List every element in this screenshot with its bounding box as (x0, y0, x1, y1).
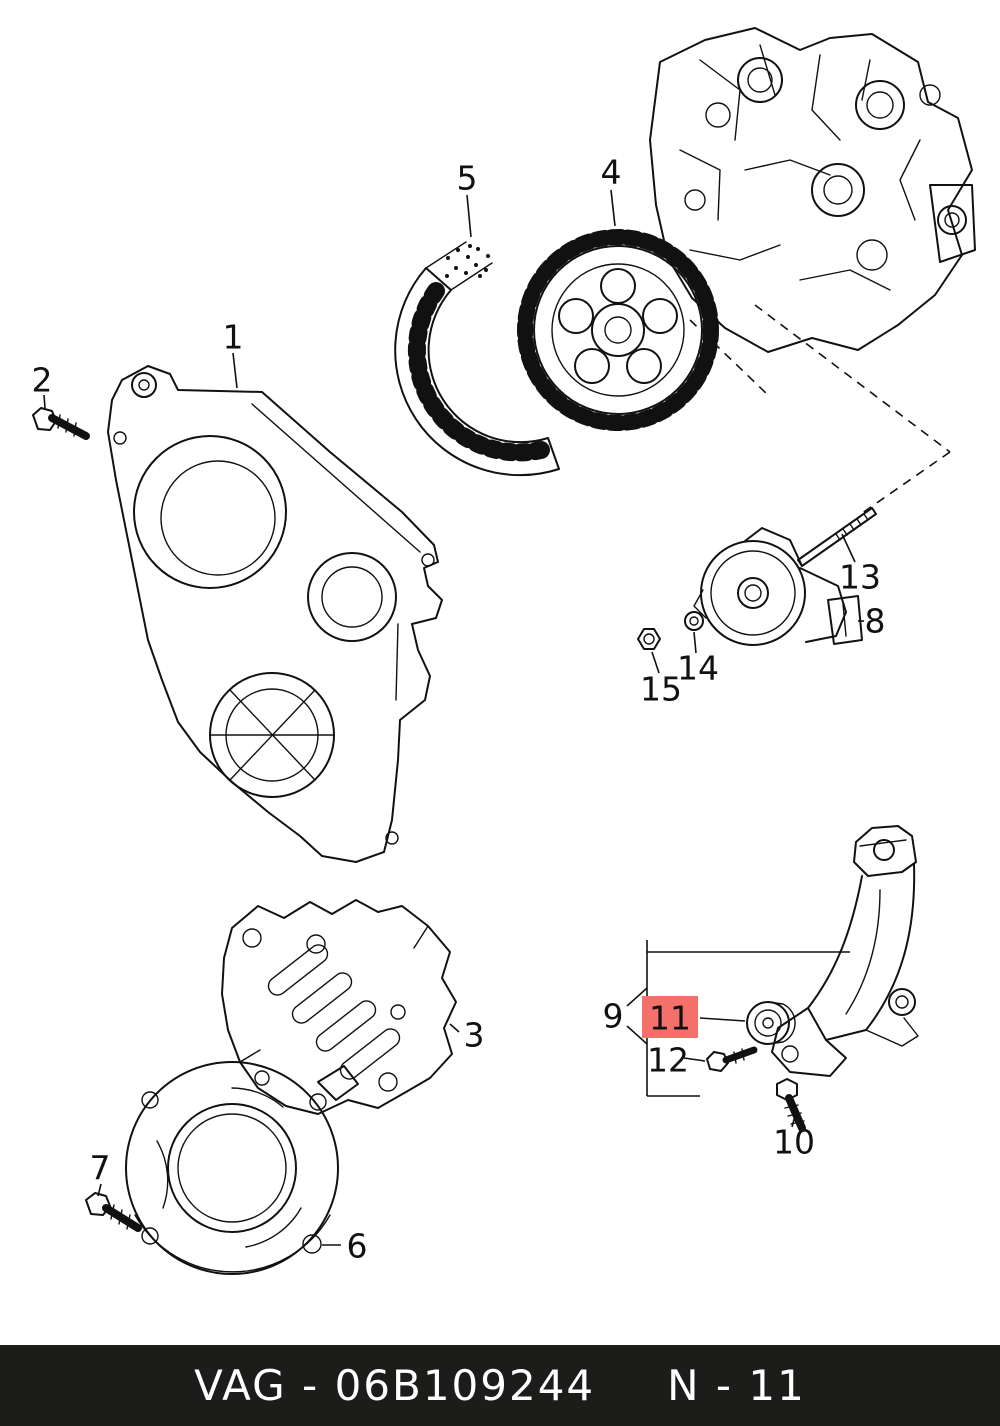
callout-8[interactable]: 8 (865, 602, 886, 641)
callout-2[interactable]: 2 (32, 361, 53, 400)
callout-14[interactable]: 14 (677, 649, 719, 688)
parts-diagram-canvas: 1 2 3 4 5 6 7 8 9 10 11 12 13 14 15 (31, 27, 976, 1275)
callout-5[interactable]: 5 (457, 159, 478, 198)
callout-12[interactable]: 12 (647, 1041, 689, 1080)
callout-13[interactable]: 13 (839, 558, 881, 597)
callout-15[interactable]: 15 (640, 670, 682, 709)
footer-section-ref: N - 11 (667, 1361, 806, 1410)
tensioner-bracket-drawing (771, 825, 919, 1077)
belt-dotted-texture (445, 244, 490, 278)
timing-belt-drawing (394, 241, 560, 477)
washer-14-drawing (684, 611, 704, 631)
callout-10[interactable]: 10 (773, 1123, 815, 1162)
footer-part-number: VAG - 06B109244 (194, 1361, 596, 1410)
leader-lines (43, 189, 864, 1246)
callout-1[interactable]: 1 (223, 318, 244, 357)
callout-7[interactable]: 7 (90, 1149, 111, 1188)
callout-labels: 1 2 3 4 5 6 7 8 9 10 11 12 13 14 15 (32, 153, 886, 1266)
bolt-2-drawing (32, 407, 90, 440)
callout-4[interactable]: 4 (601, 153, 622, 192)
bolt-10-drawing (776, 1078, 806, 1132)
highlight-part-11 (642, 996, 698, 1038)
timing-belt-cover-drawing (107, 365, 443, 863)
tensioner-drawing (693, 527, 863, 646)
bolt-12-drawing (706, 1046, 758, 1072)
idler-roller-drawing (746, 1001, 796, 1045)
nut-15-drawing (637, 628, 661, 650)
engine-block-drawing (649, 27, 976, 353)
callout-11[interactable]: 11 (649, 999, 691, 1038)
construction-dashed-lines (689, 304, 951, 517)
camshaft-gear-drawing (517, 229, 719, 431)
callout-6[interactable]: 6 (347, 1227, 368, 1266)
callout-9[interactable]: 9 (603, 997, 624, 1036)
bolt-7-drawing (85, 1192, 142, 1232)
callout-3[interactable]: 3 (464, 1016, 485, 1055)
footer-bar: VAG - 06B109244 N - 11 (0, 1345, 1000, 1426)
stud-13-drawing (797, 507, 877, 567)
sealing-flange-drawing (125, 1061, 359, 1275)
rear-cover-plate-drawing (221, 899, 457, 1115)
exploded-parts-diagram: 1 2 3 4 5 6 7 8 9 10 11 12 13 14 15 (32, 27, 976, 1275)
